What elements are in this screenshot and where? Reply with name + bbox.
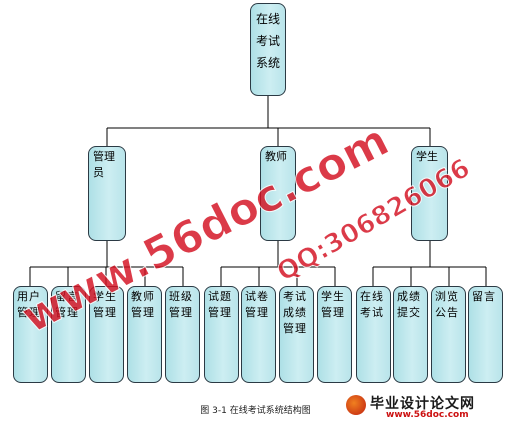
leaf-node-online-exam: 在线考试 <box>356 286 391 383</box>
logo-seal-icon <box>346 395 366 415</box>
leaf-node-student-mgmt-admin: 学生管理 <box>89 286 124 383</box>
leaf-node-paper-mgmt: 试卷管理 <box>241 286 276 383</box>
logo-url-text: www.56doc.com <box>386 410 469 420</box>
leaf-node-user-mgmt: 用户管理 <box>13 286 48 383</box>
figure-caption: 图 3-1 在线考试系统结构图 <box>200 406 311 416</box>
leaf-node-score-mgmt: 考试成绩管理 <box>279 286 314 383</box>
leaf-node-message-mgmt: 留言管理 <box>51 286 86 383</box>
leaf-node-class-mgmt: 班级管理 <box>165 286 200 383</box>
logo-brand-text: 毕业设计论文网 <box>370 396 475 412</box>
leaf-node-browse-notice: 浏览公告 <box>431 286 466 383</box>
branch-node-teacher: 教师 <box>260 146 296 241</box>
branch-node-student: 学生 <box>411 146 448 241</box>
branch-node-admin: 管理员 <box>88 146 126 241</box>
leaf-node-score-submit: 成绩提交 <box>393 286 428 383</box>
leaf-node-student-mgmt-teacher: 学生管理 <box>317 286 352 383</box>
leaf-node-teacher-mgmt: 教师管理 <box>127 286 162 383</box>
footer-logo: 毕业设计论文网 www.56doc.com <box>342 393 508 423</box>
root-node: 在线考试系统 <box>250 3 286 96</box>
leaf-node-leave-message: 留言 <box>468 286 503 383</box>
leaf-node-question-mgmt: 试题管理 <box>204 286 239 383</box>
